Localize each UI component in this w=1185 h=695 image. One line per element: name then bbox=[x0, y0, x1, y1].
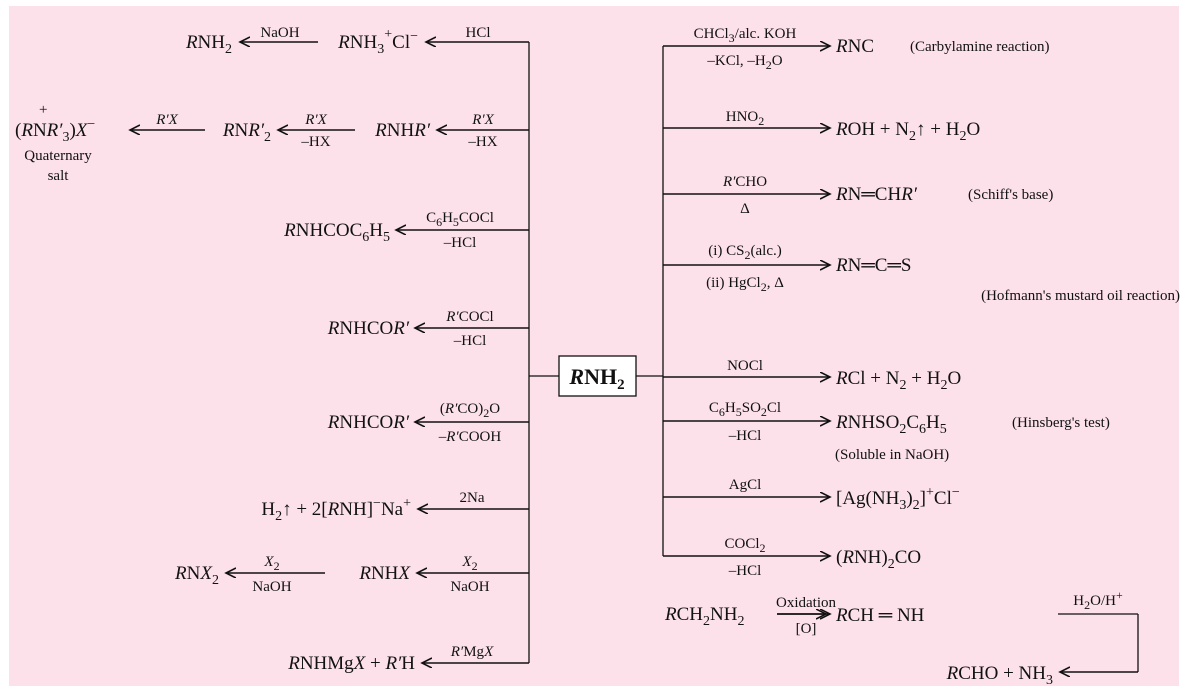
reagent-nitrous-acid: HNO2 bbox=[726, 109, 765, 128]
quaternary-label-2: salt bbox=[48, 168, 70, 184]
product-quaternary-salt: (RNR′3)X− bbox=[15, 117, 95, 145]
reagent-rx: R′X bbox=[471, 112, 494, 128]
product-hydrogen-salt: H2↑ + 2[RNH]−Na+ bbox=[261, 496, 411, 524]
note-carbylamine: (Carbylamine reaction) bbox=[910, 39, 1050, 55]
reagent-halogen: X2 bbox=[461, 554, 477, 573]
reagent-rx-byproduct: –HX bbox=[467, 134, 497, 150]
center-compound: RNH2 bbox=[568, 364, 624, 393]
product-free-amine: RNH2 bbox=[185, 32, 232, 57]
product-imine: RCH ═ NH bbox=[835, 605, 925, 626]
center-box bbox=[558, 355, 637, 397]
product-sulfonamide: RNHSO2C6H5 bbox=[835, 412, 947, 437]
reagent-benzoyl-byproduct: –HCl bbox=[443, 235, 477, 251]
reagent-nitrosyl-chloride: NOCl bbox=[727, 358, 763, 374]
note-hinsberg: (Hinsberg's test) bbox=[1012, 415, 1110, 431]
product-aldehyde: RCHO + NH3 bbox=[946, 663, 1053, 688]
reagent-halogen-2-base: NaOH bbox=[252, 579, 291, 595]
reagent-hcl: HCl bbox=[465, 25, 490, 41]
reagent-benzenesulfonyl-chloride: C6H5SO2Cl bbox=[709, 400, 781, 419]
reagent-halogen-base: NaOH bbox=[450, 579, 489, 595]
reagent-acyl-byproduct: –HCl bbox=[453, 333, 487, 349]
reagent-mercuric-chloride: (ii) HgCl2, Δ bbox=[706, 275, 784, 294]
product-amide-1: RNHCOR′ bbox=[327, 318, 410, 339]
reagent-oxygen: [O] bbox=[796, 621, 817, 637]
reagent-silver-chloride: AgCl bbox=[729, 477, 762, 493]
reagent-phosgene-byproduct: –HCl bbox=[728, 563, 762, 579]
reagent-grignard: R′MgX bbox=[450, 644, 494, 660]
reagent-hinsberg-byproduct: –HCl bbox=[728, 428, 762, 444]
reagent-aldehyde: R′CHO bbox=[722, 174, 767, 190]
product-isocyanide: RNC bbox=[835, 36, 874, 57]
reagent-oxidation: Oxidation bbox=[776, 595, 836, 611]
reagent-heat: Δ bbox=[740, 201, 750, 217]
product-urea: (RNH)2CO bbox=[836, 547, 921, 572]
product-isothiocyanate: RN═C═S bbox=[835, 255, 912, 276]
product-schiff-base: RN═CHR′ bbox=[835, 184, 918, 205]
reagent-anhydride: (R′CO)2O bbox=[440, 401, 500, 420]
reagent-rx-2-byproduct: –HX bbox=[300, 134, 330, 150]
reagent-rx-2: R′X bbox=[304, 112, 327, 128]
reagent-carbon-disulfide: (i) CS2(alc.) bbox=[708, 243, 782, 262]
quaternary-label-1: Quaternary bbox=[24, 148, 92, 164]
background-panel bbox=[9, 6, 1179, 686]
quaternary-plus-sign: + bbox=[39, 102, 47, 118]
note-hinsberg-solubility: (Soluble in NaOH) bbox=[835, 447, 949, 463]
product-benzamide: RNHCOC6H5 bbox=[283, 220, 390, 245]
reagent-carbylamine-byproduct: –KCl, –H2O bbox=[706, 53, 782, 72]
reagent-chloroform: CHCl3/alc. KOH bbox=[694, 26, 797, 45]
reagent-phosgene: COCl2 bbox=[724, 536, 765, 555]
product-amine-hydrochloride: RNH3+Cl− bbox=[337, 27, 418, 57]
reagent-benzoyl-chloride: C6H5COCl bbox=[426, 210, 494, 229]
product-secondary-amine: RNHR′ bbox=[374, 120, 431, 141]
product-dihaloamine: RNX2 bbox=[174, 563, 219, 588]
product-haloamine: RNHX bbox=[358, 563, 411, 584]
product-tertiary-amine: RNR′2 bbox=[222, 120, 271, 145]
reagent-anhydride-byproduct: –R′COOH bbox=[438, 429, 502, 445]
product-amide-2: RNHCOR′ bbox=[327, 412, 410, 433]
product-alkyl-chloride: RCl + N2 + H2O bbox=[835, 368, 961, 393]
reagent-sodium: 2Na bbox=[460, 490, 485, 506]
product-silver-complex: [Ag(NH3)2]+Cl− bbox=[836, 485, 960, 513]
reagent-naoh: NaOH bbox=[260, 25, 299, 41]
product-grignard: RNHMgX + R′H bbox=[287, 653, 415, 674]
note-mustard-oil: (Hofmann's mustard oil reaction) bbox=[981, 288, 1180, 304]
note-schiff: (Schiff's base) bbox=[968, 187, 1053, 203]
product-alcohol: ROH + N2↑ + H2O bbox=[835, 119, 980, 144]
reagent-acyl-chloride: R′COCl bbox=[445, 309, 493, 325]
reagent-rx-3: R′X bbox=[155, 112, 178, 128]
reagent-halogen-2: X2 bbox=[263, 554, 279, 573]
